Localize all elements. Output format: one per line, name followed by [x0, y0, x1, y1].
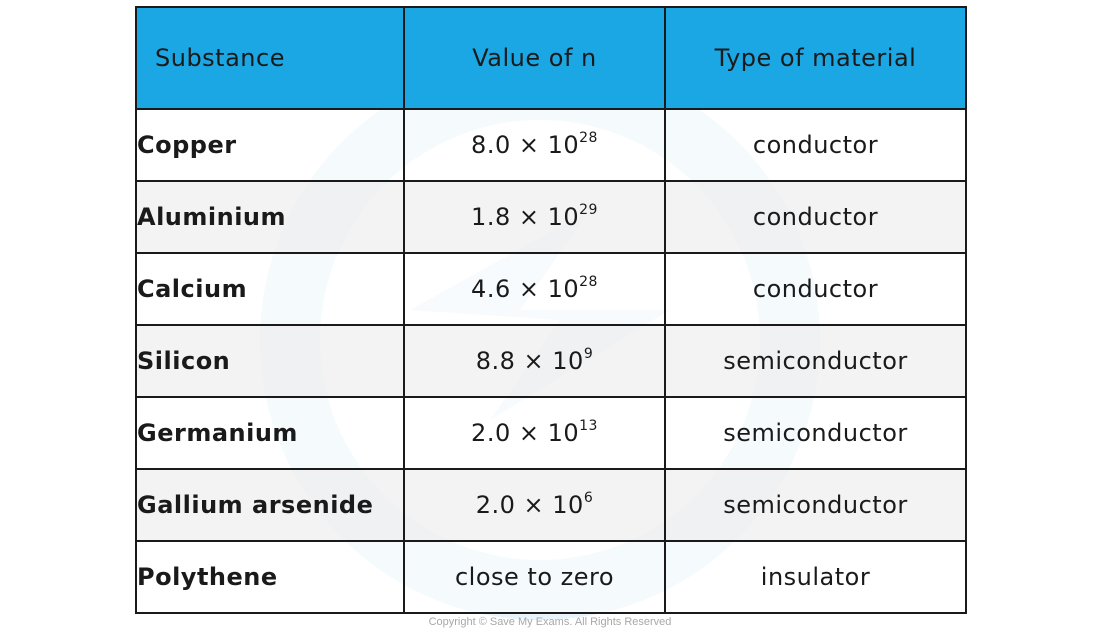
table-row: Aluminium 1.8 × 1029 conductor [135, 180, 967, 254]
value-cell: 8.8 × 109 [403, 324, 666, 398]
substance-cell: Silicon [135, 324, 405, 398]
header-value-of-n: Value of n [403, 6, 666, 110]
type-cell: insulator [664, 540, 967, 614]
substance-cell: Aluminium [135, 180, 405, 254]
value-exponent: 28 [579, 274, 598, 290]
table-row: Polythene close to zero insulator [135, 540, 967, 614]
value-mantissa: 1.8 × 10 [471, 203, 580, 231]
substance-table: Substance Value of n Type of material Co… [135, 6, 967, 614]
value-cell: 8.0 × 1028 [403, 108, 666, 182]
table-row: Silicon 8.8 × 109 semiconductor [135, 324, 967, 398]
value-mantissa: 2.0 × 10 [475, 491, 584, 519]
value-mantissa: 4.6 × 10 [471, 275, 580, 303]
header-substance: Substance [135, 6, 405, 110]
value-cell: 2.0 × 106 [403, 468, 666, 542]
value-mantissa: 2.0 × 10 [471, 419, 580, 447]
value-mantissa: 8.0 × 10 [471, 131, 580, 159]
type-cell: semiconductor [664, 324, 967, 398]
type-cell: semiconductor [664, 396, 967, 470]
value-cell: 2.0 × 1013 [403, 396, 666, 470]
value-cell: 4.6 × 1028 [403, 252, 666, 326]
type-cell: conductor [664, 108, 967, 182]
value-mantissa: 8.8 × 10 [475, 347, 584, 375]
value-exponent: 9 [583, 346, 594, 362]
substance-cell: Polythene [135, 540, 405, 614]
table-row: Calcium 4.6 × 1028 conductor [135, 252, 967, 326]
substance-cell: Germanium [135, 396, 405, 470]
value-cell: close to zero [403, 540, 666, 614]
value-mantissa: close to zero [454, 563, 615, 591]
table-row: Gallium arsenide 2.0 × 106 semiconductor [135, 468, 967, 542]
header-type-of-material: Type of material [664, 6, 967, 110]
type-cell: conductor [664, 252, 967, 326]
table-row: Copper 8.0 × 1028 conductor [135, 108, 967, 182]
header-row: Substance Value of n Type of material [135, 6, 967, 110]
type-cell: conductor [664, 180, 967, 254]
type-cell: semiconductor [664, 468, 967, 542]
table-row: Germanium 2.0 × 1013 semiconductor [135, 396, 967, 470]
value-exponent: 29 [579, 202, 598, 218]
value-exponent: 13 [579, 418, 598, 434]
substance-cell: Gallium arsenide [135, 468, 405, 542]
value-exponent: 6 [583, 490, 594, 506]
substance-cell: Copper [135, 108, 405, 182]
substance-cell: Calcium [135, 252, 405, 326]
value-exponent: 28 [579, 130, 598, 146]
copyright-notice: Copyright © Save My Exams. All Rights Re… [428, 616, 672, 628]
value-cell: 1.8 × 1029 [403, 180, 666, 254]
